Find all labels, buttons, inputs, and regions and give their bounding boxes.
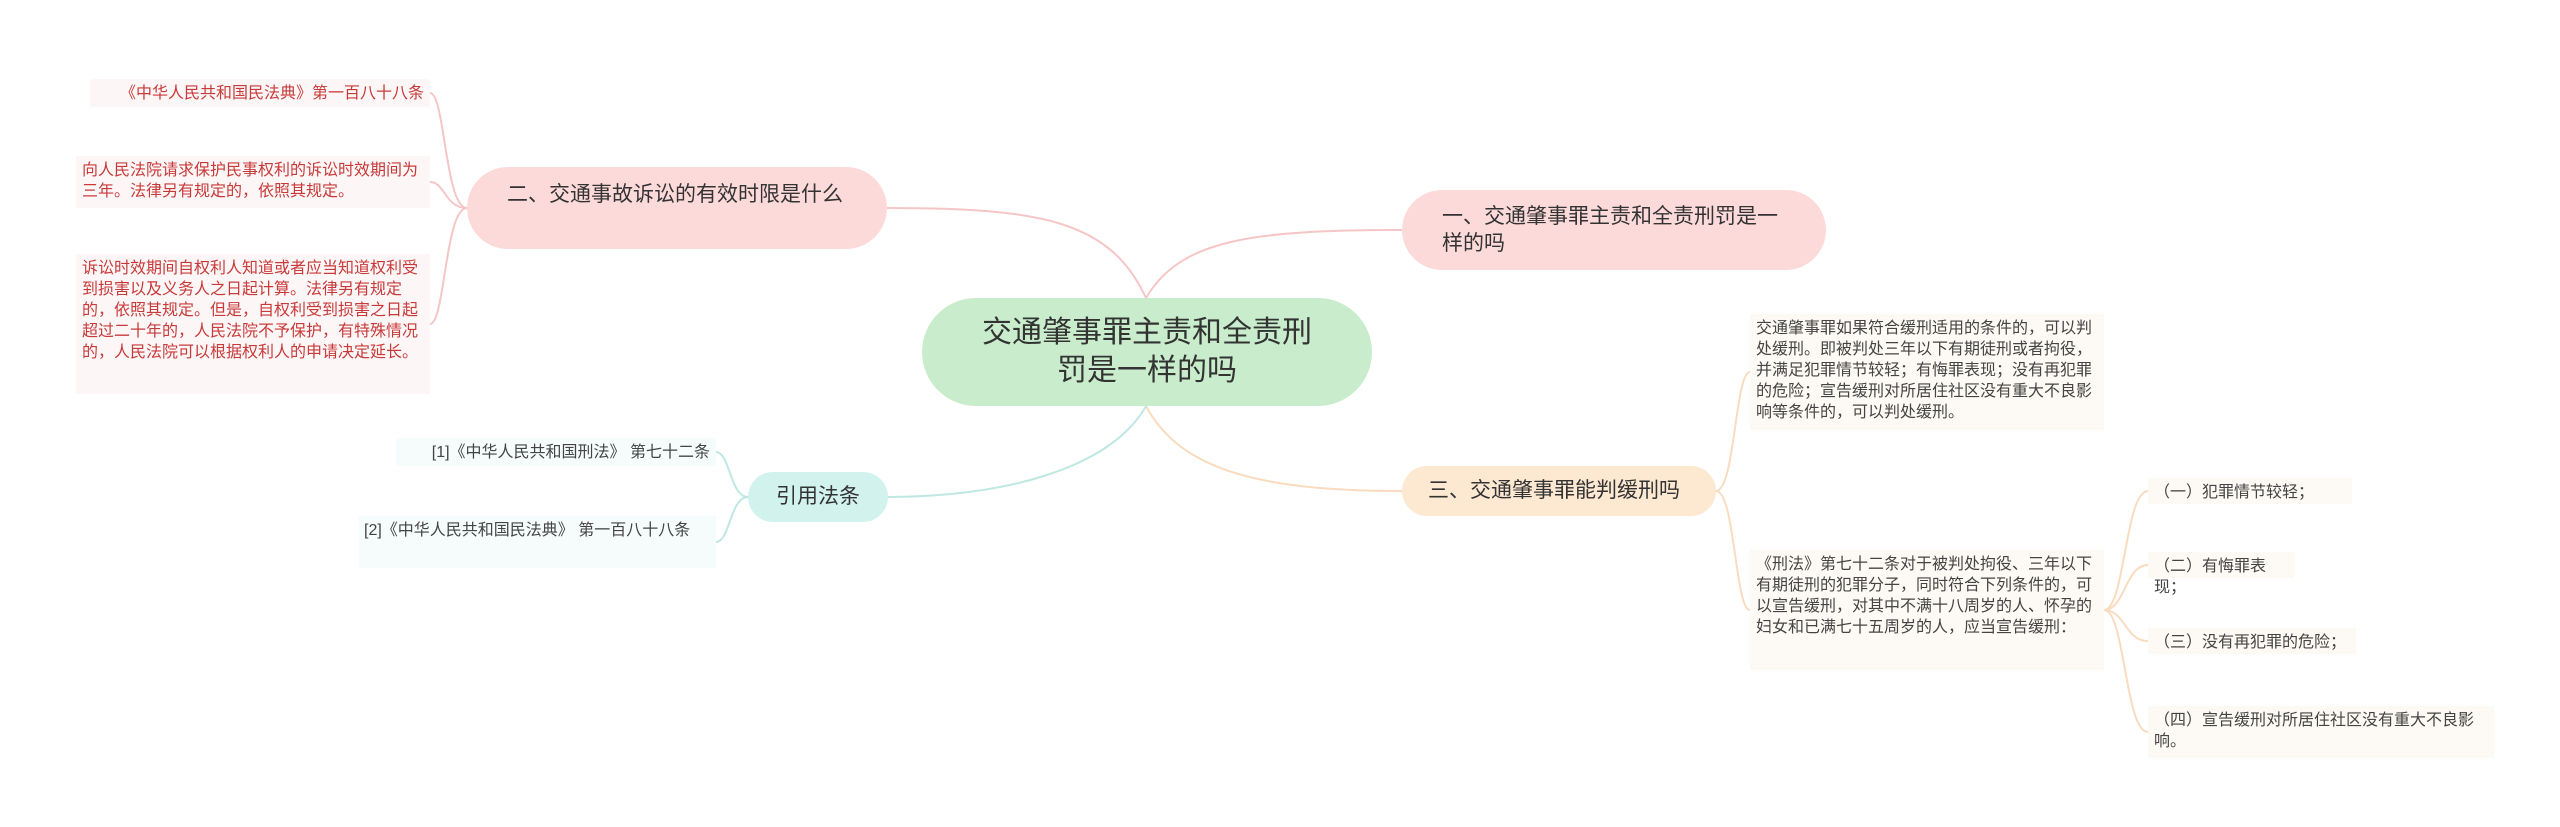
link-cite-leaf2 [715, 496, 749, 543]
condition-item-1[interactable]: （一）犯罪情节较轻； [2148, 478, 2352, 504]
leaf-limit-calculation[interactable]: 诉讼时效期间自权利人知道或者应当知道权利受到损害以及义务人之日起计算。法律另有规… [76, 254, 430, 394]
link-time-leaf1 [429, 92, 468, 209]
branch-probation[interactable]: 三、交通肇事罪能判缓刑吗 [1402, 466, 1716, 516]
link-prob-leaf2 [1715, 490, 1751, 611]
citation-criminal-law[interactable]: [1]《中华人民共和国刑法》 第七十二条 [396, 438, 716, 466]
branch-probation-label: 三、交通肇事罪能判缓刑吗 [1428, 479, 1680, 502]
link-cond-2 [2103, 564, 2149, 611]
condition-item-4[interactable]: （四）宣告缓刑对所居住社区没有重大不良影响。 [2148, 706, 2494, 758]
condition-item-2[interactable]: （二）有悔罪表现； [2148, 552, 2294, 596]
link-cite-leaf1 [715, 451, 749, 498]
link-center-citations [887, 405, 1147, 498]
citation-civil-code[interactable]: [2]《中华人民共和国民法典》 第一百八十八条 [358, 516, 716, 568]
leaf-probation-conditions[interactable]: 交通肇事罪如果符合缓刑适用的条件的，可以判处缓刑。即被判处三年以下有期徒刑或者拘… [1750, 314, 2104, 430]
link-cond-1 [2103, 490, 2149, 611]
link-prob-leaf1 [1715, 371, 1751, 492]
link-center-probation [1145, 405, 1403, 492]
branch-citations-label: 引用法条 [776, 485, 860, 508]
branch-citations[interactable]: 引用法条 [748, 472, 888, 522]
condition-item-3[interactable]: （三）没有再犯罪的危险； [2148, 628, 2356, 654]
link-time-leaf3 [429, 207, 468, 325]
leaf-three-year-limit[interactable]: 向人民法院请求保护民事权利的诉讼时效期间为三年。法律另有规定的，依照其规定。 [76, 156, 430, 208]
link-center-penalty [1145, 229, 1403, 299]
central-topic[interactable]: 交通肇事罪主责和全责刑罚是一样的吗 [922, 298, 1372, 406]
link-cond-3 [2103, 609, 2149, 642]
leaf-criminal-law-72[interactable]: 《刑法》第七十二条对于被判处拘役、三年以下有期徒刑的犯罪分子，同时符合下列条件的… [1750, 550, 2104, 670]
branch-time-limit-label: 二、交通事故诉讼的有效时限是什么 [507, 183, 843, 206]
link-center-time-limit [886, 207, 1147, 299]
link-time-leaf2 [429, 181, 468, 209]
branch-penalty-question[interactable]: 一、交通肇事罪主责和全责刑罚是一样的吗 [1402, 190, 1826, 270]
branch-penalty-label: 一、交通肇事罪主责和全责刑罚是一样的吗 [1442, 205, 1778, 255]
branch-time-limit[interactable]: 二、交通事故诉讼的有效时限是什么 [467, 167, 887, 249]
link-cond-4 [2103, 609, 2149, 733]
leaf-civil-code-188[interactable]: 《中华人民共和国民法典》第一百八十八条 [90, 79, 430, 107]
central-topic-label: 交通肇事罪主责和全责刑罚是一样的吗 [982, 316, 1312, 387]
